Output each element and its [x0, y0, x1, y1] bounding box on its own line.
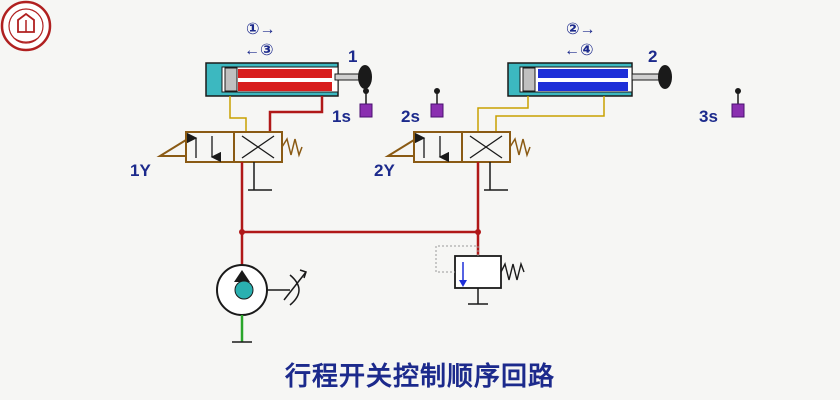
cylinder-1-label: 1	[348, 47, 358, 66]
limit-switch-3s-label: 3s	[699, 107, 718, 126]
cylinder-2-piston	[522, 67, 536, 92]
cylinder-2-rod	[631, 73, 663, 81]
pressure-lines	[239, 162, 481, 272]
cylinder-2-return-sequence: ←④	[564, 42, 594, 59]
cylinder-1-rod-chamber	[238, 69, 332, 78]
limit-switch-1s-label: 1s	[332, 107, 351, 126]
cylinder-2	[507, 62, 672, 97]
cylinder-1-return-sequence: ←③	[244, 42, 274, 59]
hydraulic-pump-icon	[216, 264, 307, 343]
relief-valve-icon	[435, 245, 525, 305]
pipes	[229, 96, 605, 132]
limit-switch-2s	[430, 88, 444, 118]
valve-2y-label: 2Y	[374, 161, 395, 180]
limit-switch-3s	[731, 88, 745, 118]
logo-seal-icon	[0, 0, 52, 52]
cylinder-2-rod-chamber	[538, 69, 628, 78]
cylinder-1-cap-chamber	[238, 82, 332, 91]
diagram-title: 行程开关控制顺序回路	[284, 362, 555, 392]
cylinder-1-rod	[334, 73, 362, 81]
cylinder-2-forward-sequence: ②→	[566, 21, 596, 38]
cylinder-1-rod-end	[358, 65, 372, 89]
valve-1y-label: 1Y	[130, 161, 151, 180]
cylinder-1-forward-sequence: ①→	[246, 21, 276, 38]
directional-valve-1	[156, 131, 303, 191]
directional-valve-2	[384, 131, 531, 191]
cylinder-1-piston	[224, 67, 238, 92]
cylinder-2-rod-end	[658, 65, 672, 89]
limit-switch-1s	[359, 88, 373, 118]
limit-switch-2s-label: 2s	[401, 107, 420, 126]
cylinder-2-label: 2	[648, 47, 658, 66]
cylinder-1	[205, 62, 372, 97]
cylinder-2-cap-chamber	[538, 82, 628, 91]
